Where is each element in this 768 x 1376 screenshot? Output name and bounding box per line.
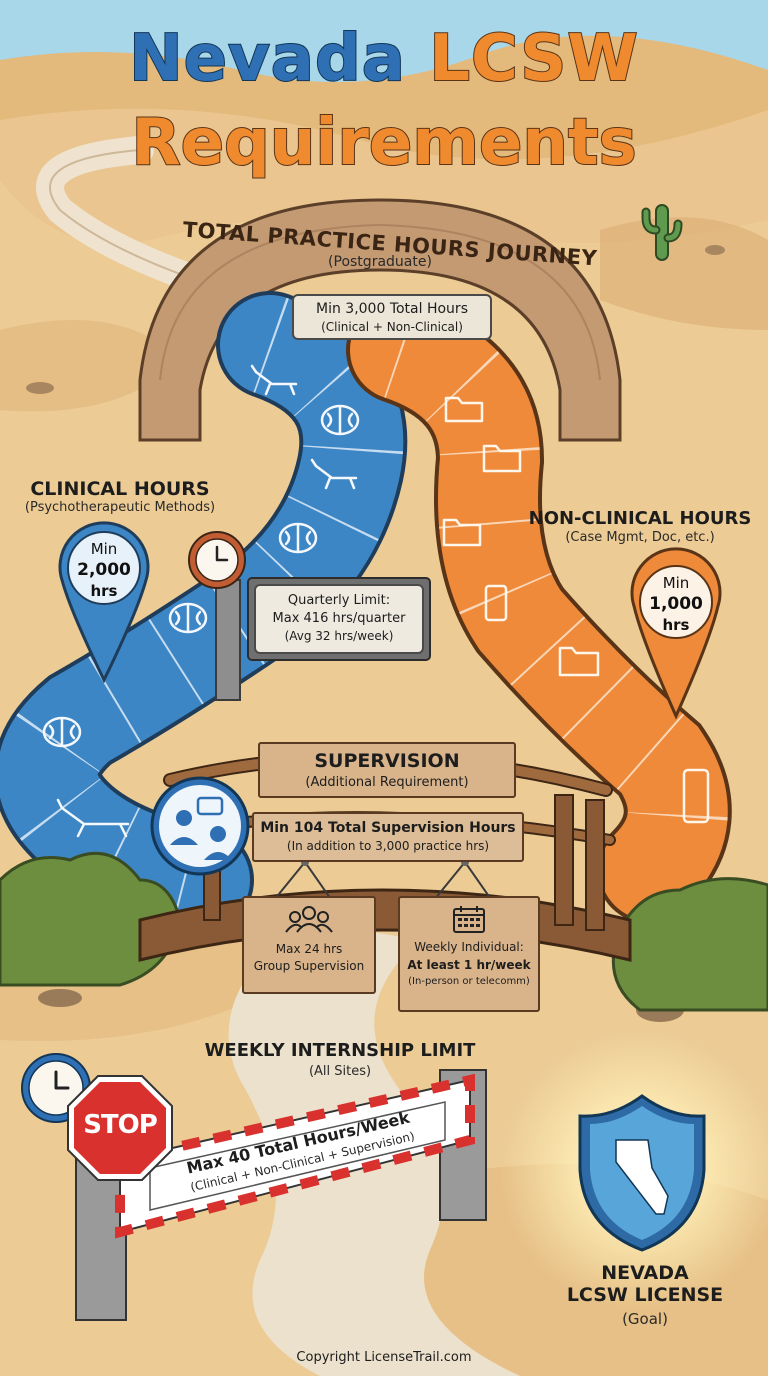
weekly-individual-mode: (In-person or telecomm) xyxy=(408,976,530,987)
non-clinical-pin-value: 1,000 xyxy=(649,594,703,614)
license-line2: LCSW LICENSE xyxy=(566,1284,724,1306)
folder-icon xyxy=(442,518,482,547)
brain-icon xyxy=(42,716,82,748)
supervision-total-sign: Min 104 Total Supervision Hours (In addi… xyxy=(252,812,524,862)
supervision-heading: SUPERVISION xyxy=(314,750,460,772)
brain-icon xyxy=(320,404,360,436)
lounge-chair-icon xyxy=(56,798,130,838)
internship-subheading: (All Sites) xyxy=(308,1064,372,1079)
brain-icon xyxy=(278,522,318,554)
non-clinical-map-pin xyxy=(630,547,722,720)
bush-left xyxy=(0,851,182,987)
clinical-pin-label: Min xyxy=(90,540,118,558)
clinical-path xyxy=(0,291,408,934)
clinical-pin-value: 2,000 xyxy=(77,560,131,580)
internship-heading: WEEKLY INTERNSHIP LIMIT xyxy=(204,1040,476,1061)
footer-copyright: Copyright LicenseTrail.com xyxy=(296,1350,472,1365)
quarterly-limit-title: Quarterly Limit: xyxy=(287,593,391,608)
nevada-shield-icon xyxy=(578,1094,706,1252)
group-supervision-label: Group Supervision xyxy=(253,959,365,973)
title-word-lcsw: LCSW xyxy=(428,21,639,97)
group-supervision-max: Max 24 hrs xyxy=(275,942,343,956)
counseling-icon xyxy=(150,776,250,876)
quarterly-limit-sign: Quarterly Limit: Max 416 hrs/quarter (Av… xyxy=(254,584,424,654)
title-word-nevada: Nevada xyxy=(128,21,406,97)
weekly-individual-sign: Weekly Individual: At least 1 hr/week (I… xyxy=(398,896,540,1012)
weekly-individual-min: At least 1 hr/week xyxy=(407,958,531,972)
stop-sign xyxy=(67,1075,173,1181)
lounge-chair-icon xyxy=(310,458,358,490)
clinical-subheading: (Psychotherapeutic Methods) xyxy=(24,500,216,515)
folder-icon xyxy=(482,444,522,473)
non-clinical-subheading: (Case Mgmt, Doc, etc.) xyxy=(565,530,715,545)
phone-icon xyxy=(682,768,710,824)
clock-icon xyxy=(21,1053,91,1123)
clinical-pin-unit: hrs xyxy=(90,582,118,600)
stone-arch xyxy=(138,198,622,442)
folder-icon xyxy=(558,646,600,677)
brain-icon xyxy=(168,602,208,634)
quarterly-limit-avg: (Avg 32 hrs/week) xyxy=(284,629,394,643)
clinical-map-pin xyxy=(58,521,150,684)
license-line1: NEVADA xyxy=(601,1262,689,1284)
supervision-sign: SUPERVISION (Additional Requirement) xyxy=(258,742,516,798)
supervision-total-hours: Min 104 Total Supervision Hours xyxy=(260,820,516,836)
calendar-icon xyxy=(453,906,485,933)
supervision-subheading: (Additional Requirement) xyxy=(305,775,469,790)
clock-icon xyxy=(188,531,246,589)
phone-icon xyxy=(484,584,508,622)
page-title-line1: Nevada LCSW xyxy=(0,21,768,97)
folder-icon xyxy=(444,396,484,423)
arch-total-hours-note: (Clinical + Non-Clinical) xyxy=(321,320,463,334)
clinical-heading: CLINICAL HOURS xyxy=(30,478,210,500)
group-icon xyxy=(285,906,333,933)
non-clinical-heading: NON-CLINICAL HOURS xyxy=(528,508,752,529)
lounge-chair-icon xyxy=(250,364,298,396)
weekly-individual-title: Weekly Individual: xyxy=(414,940,524,954)
non-clinical-pin-label: Min xyxy=(662,574,690,592)
arch-total-hours-box: Min 3,000 Total Hours (Clinical + Non-Cl… xyxy=(292,294,492,340)
quarterly-limit-max: Max 416 hrs/quarter xyxy=(272,611,406,626)
internship-barrier xyxy=(75,1069,487,1321)
arch-total-hours: Min 3,000 Total Hours xyxy=(316,301,468,317)
supervision-total-note: (In addition to 3,000 practice hrs) xyxy=(286,839,490,853)
page-title-line2: Requirements xyxy=(130,105,637,181)
group-supervision-sign: Max 24 hrs Group Supervision xyxy=(242,896,376,994)
cactus-icon xyxy=(641,204,683,261)
arch-subheading: (Postgraduate) xyxy=(328,254,432,270)
stop-sign-label: STOP xyxy=(83,1110,158,1140)
non-clinical-pin-unit: hrs xyxy=(662,616,690,634)
bush-right xyxy=(611,877,768,1012)
license-goal: (Goal) xyxy=(622,1310,668,1328)
